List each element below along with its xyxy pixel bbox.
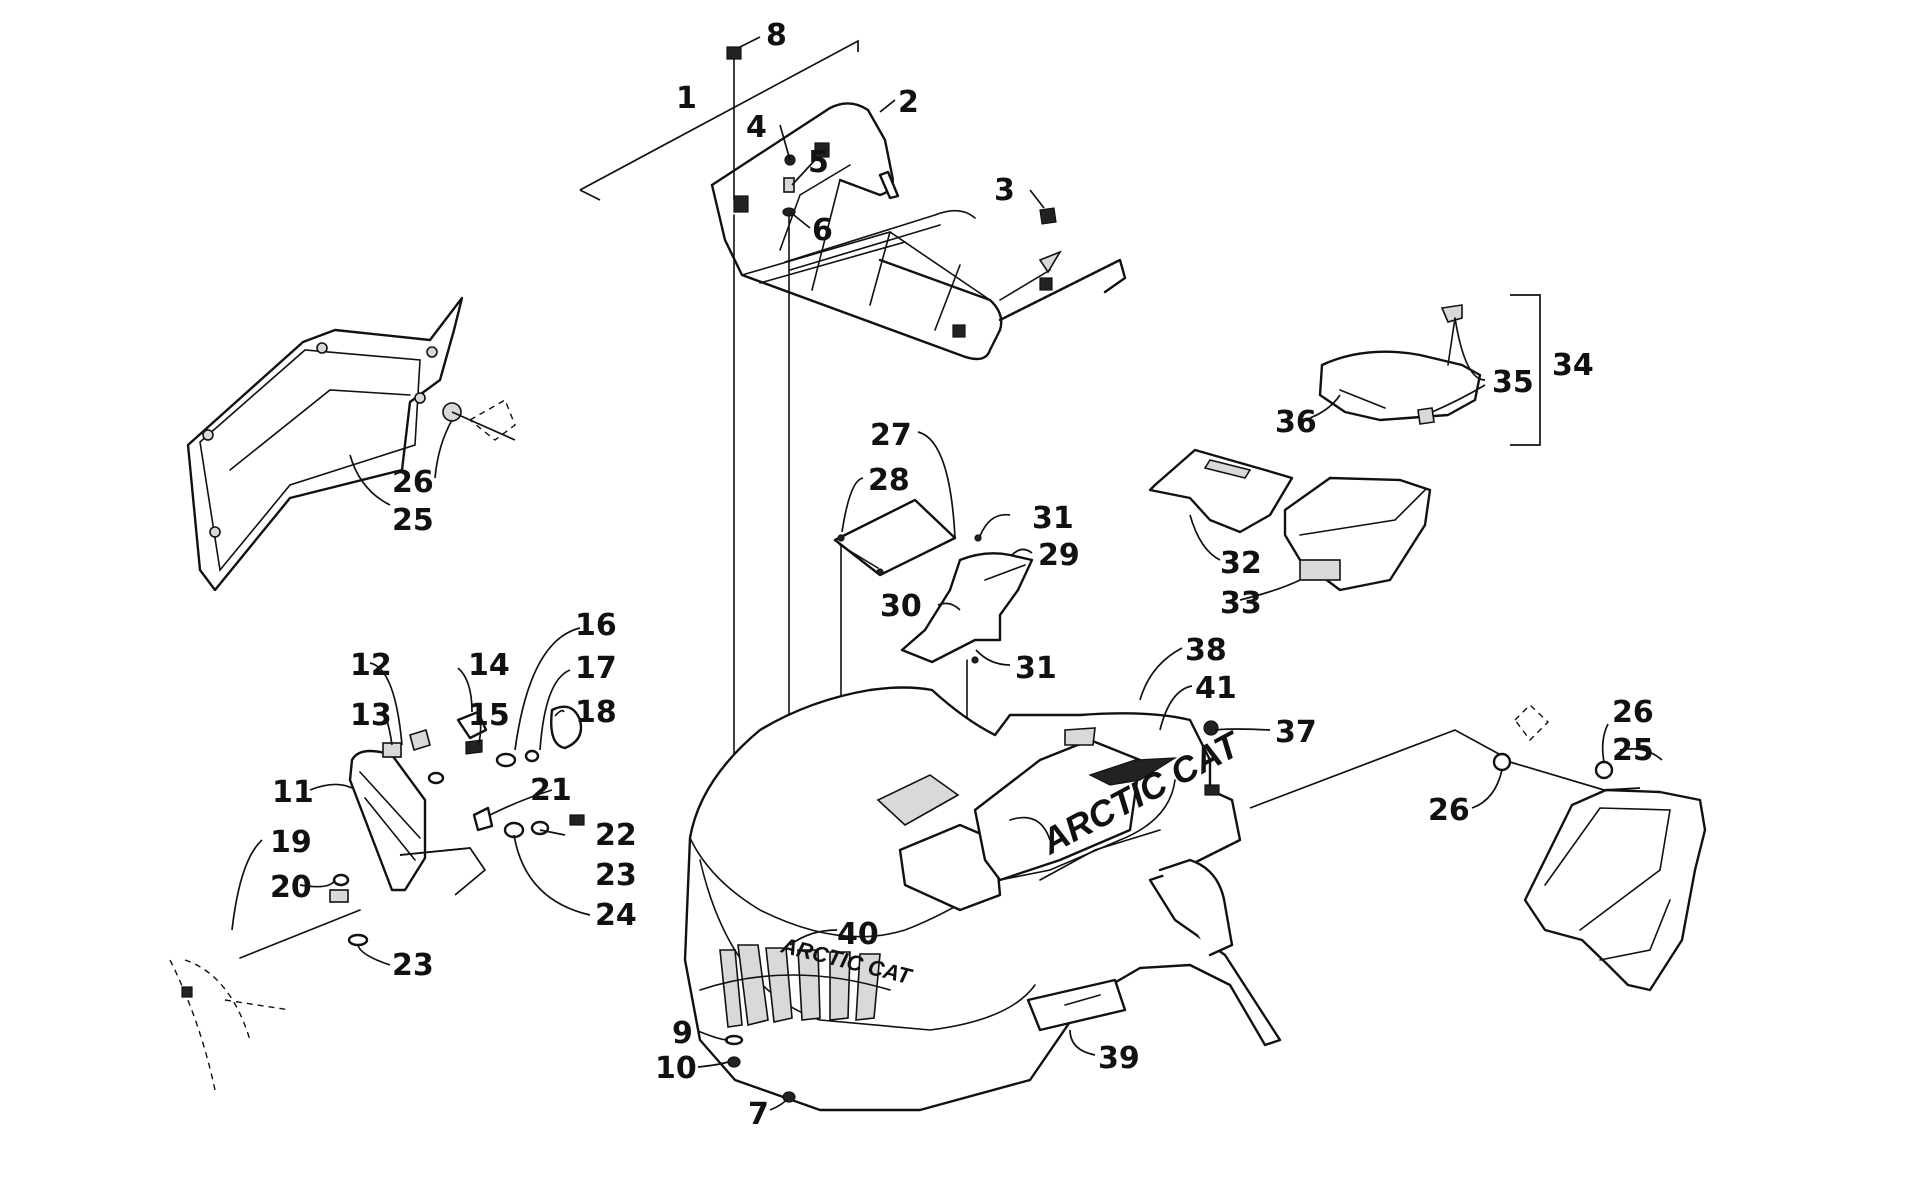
left-side-panel xyxy=(186,296,516,592)
callout-25-right: 25 xyxy=(1612,733,1654,768)
callout-17: 17 xyxy=(575,651,617,686)
headlight-assembly xyxy=(169,705,585,1091)
nut-7 xyxy=(782,1091,796,1103)
callout-38: 38 xyxy=(1185,633,1227,668)
callout-29: 29 xyxy=(1038,538,1080,573)
console-parts xyxy=(833,498,1034,664)
callout-4: 4 xyxy=(746,110,767,145)
callout-8: 8 xyxy=(766,18,787,53)
callout-23-left: 23 xyxy=(392,948,434,983)
callout-6: 6 xyxy=(812,213,833,248)
callout-19: 19 xyxy=(270,825,312,860)
callout-36: 36 xyxy=(1275,405,1317,440)
callout-1: 1 xyxy=(676,81,697,116)
callout-labels: 1 2 3 4 5 6 7 8 9 10 11 12 13 14 15 16 1… xyxy=(270,18,1654,1132)
washer-9 xyxy=(724,1034,744,1046)
callout-21: 21 xyxy=(530,773,572,808)
callout-9: 9 xyxy=(672,1016,693,1051)
callout-22: 22 xyxy=(595,818,637,853)
callout-26-left: 26 xyxy=(392,465,434,500)
callout-11: 11 xyxy=(272,775,314,810)
callout-39: 39 xyxy=(1098,1041,1140,1076)
callout-16: 16 xyxy=(575,608,617,643)
callout-32: 32 xyxy=(1220,546,1262,581)
callout-41: 41 xyxy=(1195,671,1237,706)
callout-25-left: 25 xyxy=(392,503,434,538)
storage-parts xyxy=(1148,294,1541,592)
callout-15: 15 xyxy=(468,698,510,733)
callout-23-right: 23 xyxy=(595,858,637,893)
callout-31-top: 31 xyxy=(1032,501,1074,536)
front-rack xyxy=(579,39,1127,361)
callout-35: 35 xyxy=(1492,365,1534,400)
callout-30: 30 xyxy=(880,589,922,624)
callout-26-right-top: 26 xyxy=(1612,695,1654,730)
callout-18: 18 xyxy=(575,695,617,730)
callout-7: 7 xyxy=(748,1097,769,1132)
callout-28: 28 xyxy=(868,463,910,498)
callout-27: 27 xyxy=(870,418,912,453)
callout-20: 20 xyxy=(270,870,312,905)
callout-26-right-bottom: 26 xyxy=(1428,793,1470,828)
right-side-panel xyxy=(1492,704,1707,992)
callout-3: 3 xyxy=(994,173,1015,208)
nut-10 xyxy=(727,1056,741,1068)
callout-34: 34 xyxy=(1552,348,1594,383)
callout-12: 12 xyxy=(350,648,392,683)
callout-14: 14 xyxy=(468,648,510,683)
callout-13: 13 xyxy=(350,698,392,733)
callout-10: 10 xyxy=(655,1051,697,1086)
callout-33: 33 xyxy=(1220,586,1262,621)
callout-5: 5 xyxy=(808,145,829,180)
callout-31-bottom: 31 xyxy=(1015,651,1057,686)
callout-37: 37 xyxy=(1275,715,1317,750)
callout-40: 40 xyxy=(837,917,879,952)
callout-24: 24 xyxy=(595,898,637,933)
front-body: ARCTIC CAT ARCTIC CAT xyxy=(683,686,1511,1112)
leader-lines xyxy=(231,36,1663,1111)
rack-fasteners xyxy=(726,46,1057,225)
callout-2: 2 xyxy=(898,85,919,120)
